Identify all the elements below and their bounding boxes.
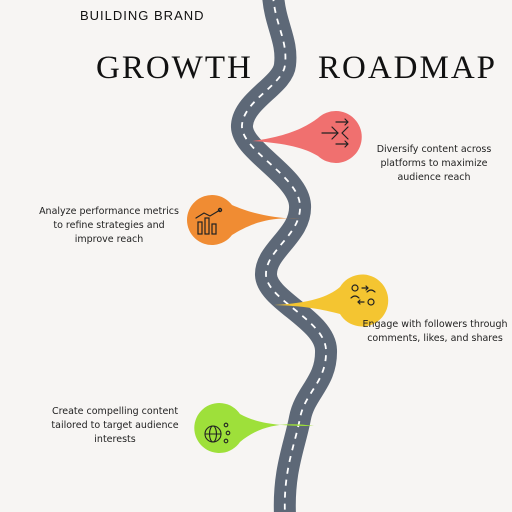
road-surface xyxy=(231,0,337,512)
pin-shape xyxy=(252,111,362,164)
title-roadmap: ROADMAP xyxy=(318,50,498,86)
road-center-line xyxy=(241,0,327,512)
subtitle: BUILDING BRAND xyxy=(80,8,205,23)
pin-shape xyxy=(274,274,389,327)
arrows-diverge-icon xyxy=(321,118,349,148)
pin-create xyxy=(194,402,314,453)
title-growth: GROWTH xyxy=(96,50,253,86)
pin-engage xyxy=(274,274,389,327)
step-engage-text: Engage with followers through comments, … xyxy=(362,319,508,344)
pin-diversify xyxy=(252,111,362,164)
road xyxy=(231,0,337,512)
step-create-text: Create compelling content tailored to ta… xyxy=(51,406,179,445)
step-diversify-text: Diversify content across platforms to ma… xyxy=(376,144,492,183)
globe-network-icon xyxy=(204,422,231,444)
conversation-icon xyxy=(350,284,376,306)
pin-analyze xyxy=(187,195,300,245)
pin-shape xyxy=(187,195,300,245)
step-analyze-text: Analyze performance metrics to refine st… xyxy=(39,206,179,245)
analytics-icon xyxy=(195,207,223,235)
